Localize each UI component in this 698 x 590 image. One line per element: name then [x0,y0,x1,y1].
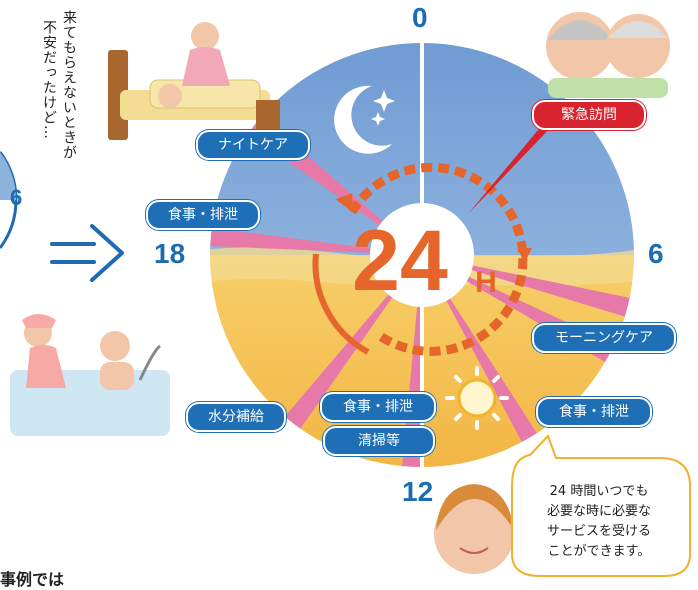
bubble-line-3: サービスを受ける [546,524,651,539]
partial-clock-fill [0,152,16,200]
caregiver-face-illustration [434,484,514,574]
footer-text: 事例では [0,570,65,589]
bubble-line-2: 必要な時に必要な [546,504,651,519]
partial-hour-6: 6 [10,185,23,210]
hydration-label: 水分補給 [186,402,286,432]
bubble-text: 24 時間いつでも 必要な時に必要な サービスを受ける ことができます。 [524,482,674,562]
center-h: H [475,266,497,299]
bed-care-illustration [108,22,280,140]
speech-bubble [511,434,691,577]
star-icon [373,90,395,112]
hour-0: 0 [412,2,428,33]
hour-18: 18 [154,238,186,269]
hour-12: 12 [402,476,434,507]
emergency-visit-label: 緊急訪問 [532,100,646,130]
sun-icon [445,366,509,430]
bubble-line-1: 24 時間いつでも [549,484,649,499]
emergency-pointer [468,118,554,214]
bath-care-illustration [10,314,170,436]
center-24: 24 [352,213,448,309]
cycle-arrow [312,162,532,356]
meal-excretion-left-label: 食事・排泄 [146,200,260,230]
cleaning-label: 清掃等 [323,426,435,456]
meal-excretion-bottom-label: 食事・排泄 [320,392,436,422]
meal-excretion-right-label: 食事・排泄 [536,397,652,427]
double-chevron-icon [50,224,124,282]
worry-text-line1: 来てもらえないときが [61,10,77,160]
service-wedges [210,116,636,469]
moon-icon [334,85,392,154]
clock-rim [206,39,638,471]
bubble-line-4: ことができます。 [547,544,651,559]
night-care-label: ナイトケア [196,130,310,160]
morning-care-label: モーニングケア [532,323,676,353]
hour-6: 6 [648,238,664,269]
star-icon [371,112,385,126]
worry-text-line2: 不安だったけど… [41,20,57,140]
elderly-couple-illustration [546,12,670,98]
